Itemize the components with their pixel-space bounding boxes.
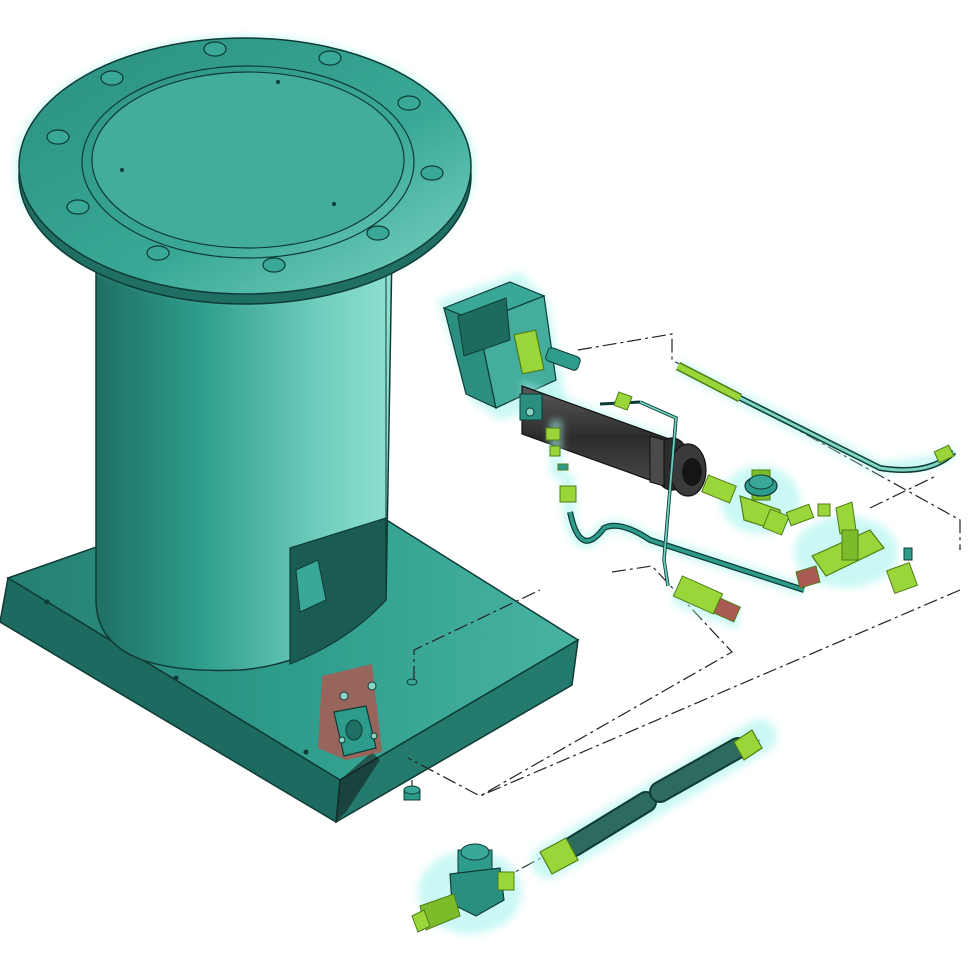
thermocouple-line — [550, 400, 806, 596]
regulator — [411, 843, 522, 934]
cylinder-body — [95, 249, 393, 672]
gas-supply-line — [675, 360, 957, 475]
mounting-plate — [318, 664, 382, 760]
tee-fitting — [785, 501, 919, 595]
base-screw — [403, 678, 421, 801]
pilot-assembly — [513, 329, 581, 421]
flange-top — [15, 36, 475, 305]
gas-hose — [531, 719, 777, 879]
burner-hopper — [438, 272, 566, 420]
thermocouple-fitting — [672, 575, 741, 630]
needle-valve — [701, 466, 800, 536]
flange-bolts — [46, 41, 444, 273]
pilot-fittings — [545, 391, 633, 503]
